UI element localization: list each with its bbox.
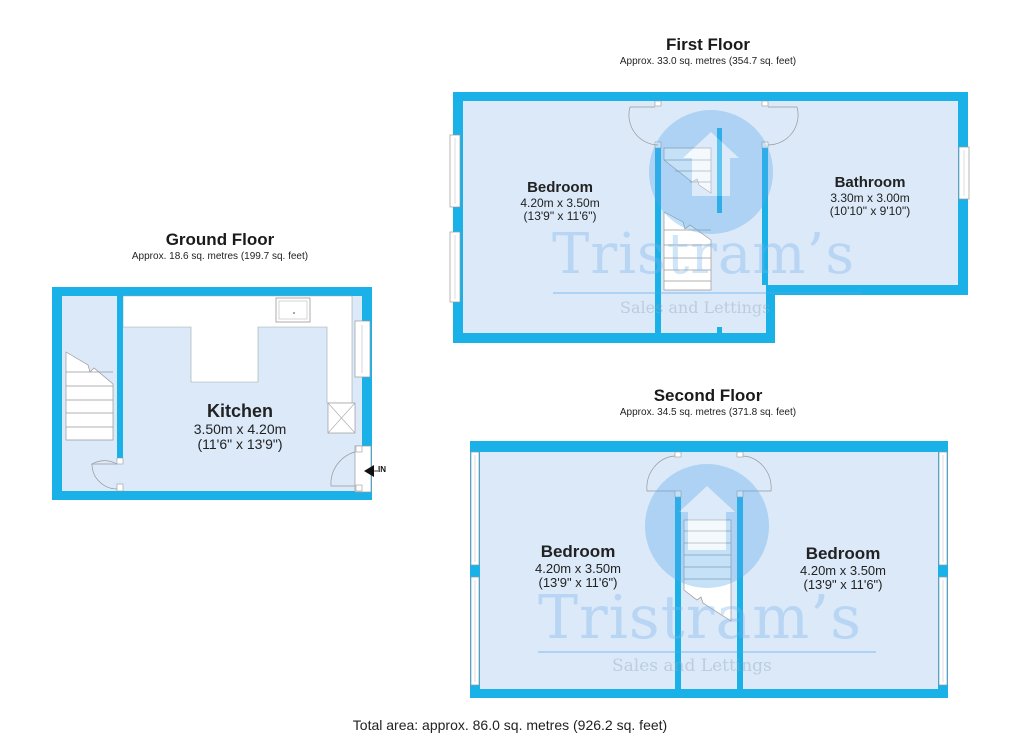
room-label-second-bedroom-right: Bedroom 4.20m x 3.50m (13'9" x 11'6") (773, 544, 913, 592)
watermark-logo-second (538, 464, 876, 653)
room-label-first-bedroom: Bedroom 4.20m x 3.50m (13'9" x 11'6") (500, 179, 620, 223)
first-floor-area: Approx. 33.0 sq. metres (354.7 sq. feet) (619, 56, 797, 67)
second-floor-title: Second Floor (653, 386, 763, 405)
watermark-logo-first (553, 110, 862, 294)
room-dim-imperial: (13'9" x 11'6") (523, 208, 597, 223)
room-name: Bedroom (527, 179, 593, 196)
room-label-bathroom: Bathroom 3.30m x 3.00m (10'10" x 9'10") (808, 174, 932, 218)
room-name: Bathroom (834, 174, 906, 191)
room-dim-metric: 3.30m x 3.00m (830, 190, 910, 205)
ground-floor-area: Approx. 18.6 sq. metres (199.7 sq. feet) (131, 251, 309, 262)
room-dim-metric: 4.20m x 3.50m (800, 562, 886, 578)
room-dim-imperial: (11'6" x 13'9") (197, 436, 283, 453)
room-dim-metric: 3.50m x 4.20m (193, 420, 287, 437)
room-dim-imperial: (13'9" x 11'6") (803, 576, 883, 592)
entrance-label: IN (378, 465, 386, 474)
room-name: Bedroom (540, 542, 616, 561)
second-floor-area: Approx. 34.5 sq. metres (371.8 sq. feet) (619, 407, 797, 418)
first-floor-title: First Floor (665, 35, 751, 54)
room-label-second-bedroom-left: Bedroom 4.20m x 3.50m (13'9" x 11'6") (508, 542, 648, 590)
first-floor-plan (449, 92, 970, 343)
room-dim-metric: 4.20m x 3.50m (520, 195, 600, 210)
room-label-kitchen: Kitchen 3.50m x 4.20m (11'6" x 13'9") (150, 401, 330, 453)
ground-floor-plan (52, 287, 378, 500)
second-floor-plan (470, 441, 948, 698)
room-dim-metric: 4.20m x 3.50m (535, 560, 621, 576)
room-dim-imperial: (13'9" x 11'6") (538, 574, 618, 590)
room-name: Kitchen (206, 401, 273, 421)
room-name: Bedroom (805, 544, 881, 563)
total-area: Total area: approx. 86.0 sq. metres (926… (352, 717, 668, 733)
room-dim-imperial: (10'10" x 9'10") (829, 203, 911, 218)
ground-floor-title: Ground Floor (165, 230, 275, 249)
